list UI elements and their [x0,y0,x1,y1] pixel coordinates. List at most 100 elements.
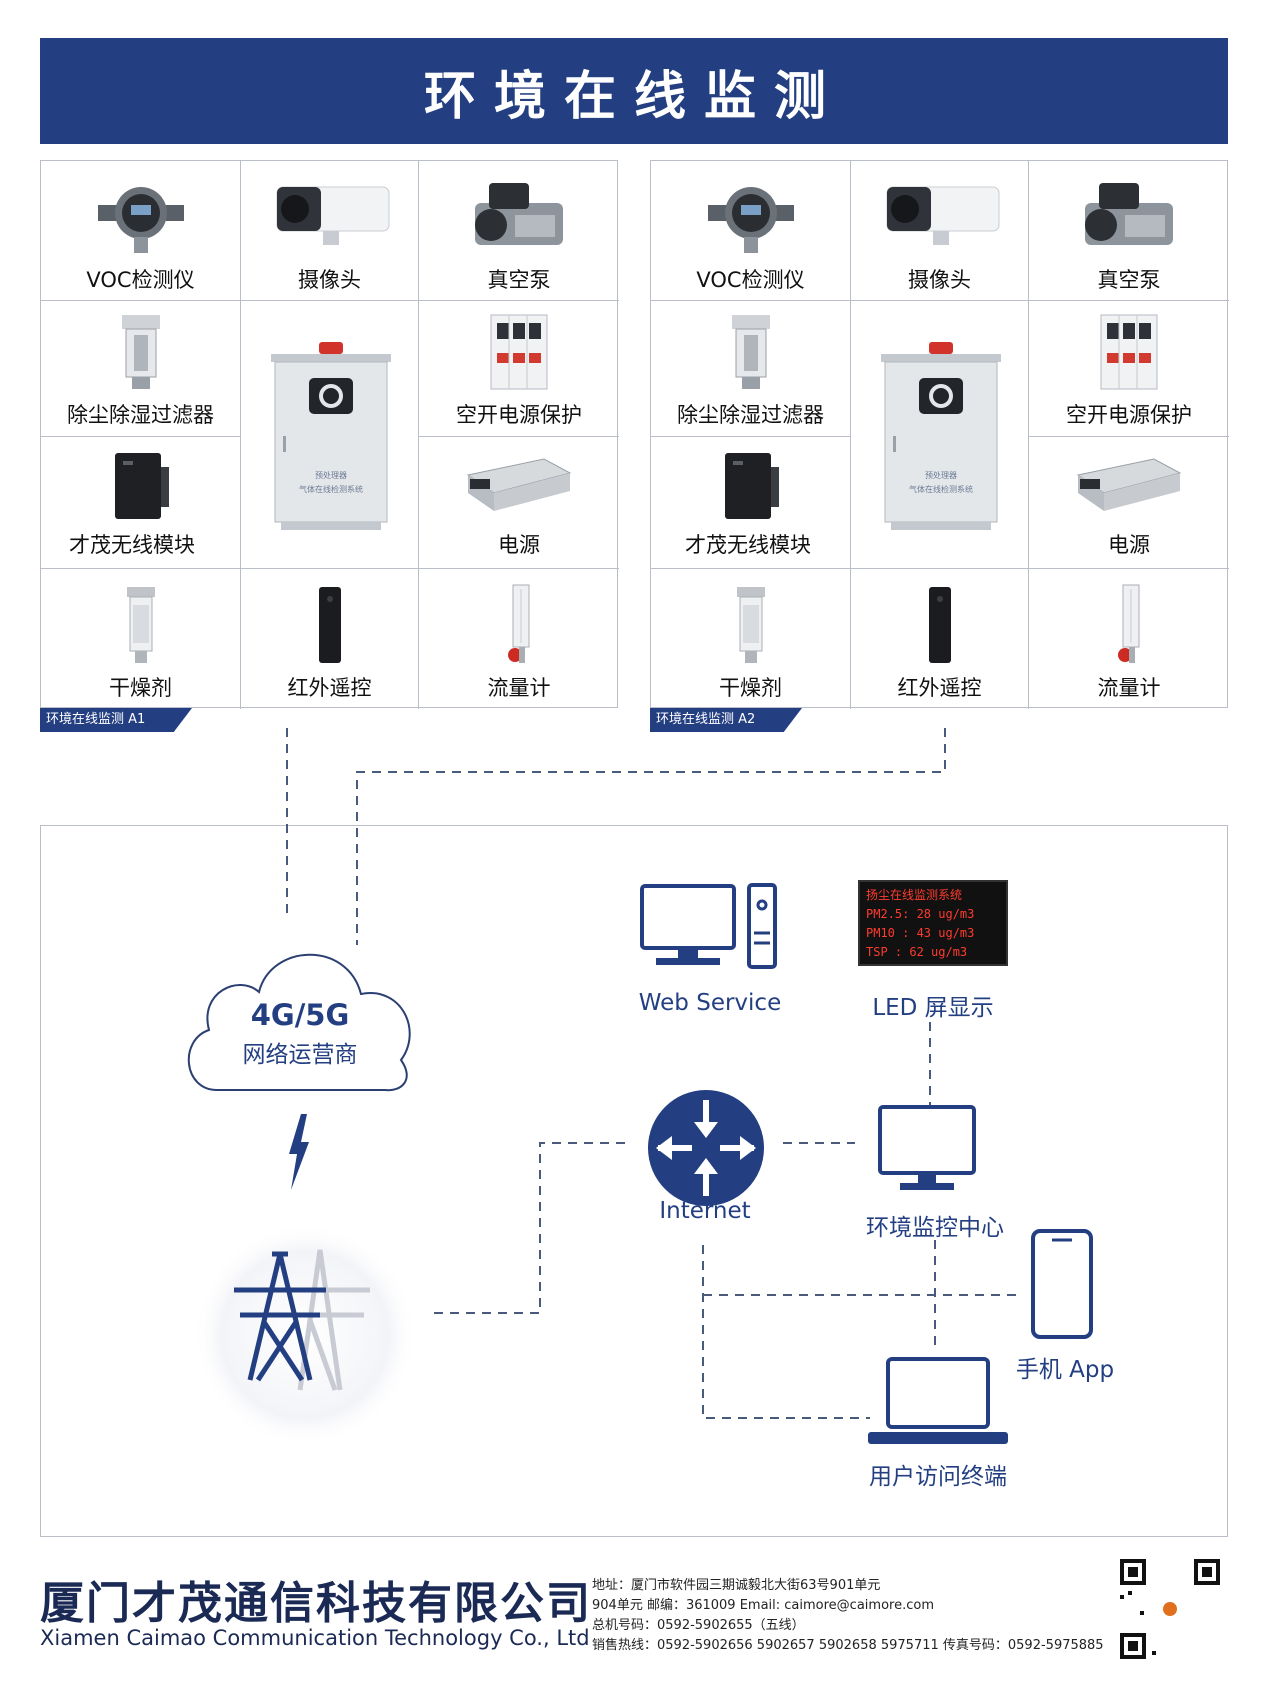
item-wireless-label: 才茂无线模块 [69,533,195,557]
company-name-en: Xiamen Caimao Communication Technology C… [40,1626,590,1650]
led-label: LED 屏显示 [872,995,994,1021]
voc-detector-icon [98,187,184,253]
item-flowmeter-label: 流量计 [487,676,551,700]
item-vacuum-pump-label: 真空泵 [1097,268,1161,292]
led-line-1: 扬尘在线监测系统 [866,888,963,902]
filter-icon [732,315,770,389]
web-service-label: Web Service [638,990,782,1016]
led-screen: 扬尘在线监测系统 PM2.5: 28 ug/m3 PM10 : 43 ug/m3… [858,880,1008,966]
wireless-module-icon [725,453,779,519]
user-terminal-label: 用户访问终端 [869,1464,1007,1490]
item-filter: 除尘除湿过滤器 [651,301,851,437]
item-power-label: 电源 [1108,533,1150,557]
cloud-subtitle: 网络运营商 [242,1042,358,1068]
vacuum-pump-icon [475,183,563,245]
remote-control-icon [929,587,951,663]
item-filter-label: 除尘除湿过滤器 [67,403,214,427]
item-camera: 摄像头 [851,161,1029,301]
internet-label: Internet [659,1198,751,1224]
sales-line: 销售热线：0592-5902656 5902657 5902658 597571… [592,1638,1104,1653]
power-supply-icon [1076,458,1182,511]
title-banner: 环境在线监测 [40,38,1228,144]
item-breaker-label: 空开电源保护 [456,403,582,427]
item-filter: 除尘除湿过滤器 [41,301,241,437]
company-name-cn: 厦门才茂通信科技有限公司 [40,1578,592,1629]
page-title: 环境在线监测 [423,66,844,127]
item-remote-label: 红外遥控 [897,676,982,700]
item-camera: 摄像头 [241,161,419,301]
item-desiccant: 干燥剂 [651,569,851,709]
address-line-2: 904单元 邮编：361009 Email: caimore@caimore.c… [592,1598,934,1613]
item-breaker: 空开电源保护 [1029,301,1229,437]
item-vacuum-pump: 真空泵 [1029,161,1229,301]
desiccant-icon [737,587,765,663]
item-vacuum-pump-label: 真空泵 [487,268,551,292]
item-desiccant: 干燥剂 [41,569,241,709]
item-cabinet: 预处理器 气体在线检测系统 [851,301,1029,569]
item-flowmeter: 流量计 [1029,569,1229,709]
wireless-module-icon [115,453,169,519]
cabinet-text-2: 气体在线检测系统 [909,484,973,494]
vacuum-pump-icon [1085,183,1173,245]
lightning-icon [289,1114,309,1190]
breaker-icon [490,314,548,390]
flowmeter-icon [508,584,530,663]
voc-detector-icon [708,187,794,253]
remote-control-icon [319,587,341,663]
item-remote-label: 红外遥控 [287,676,372,700]
mobile-phone-icon [1031,1229,1093,1339]
flowmeter-icon [1118,584,1140,663]
monitor-center-label: 环境监控中心 [866,1215,1004,1241]
item-power: 电源 [1029,437,1229,569]
item-voc: VOC检测仪 [41,161,241,301]
item-voc: VOC检测仪 [651,161,851,301]
power-supply-icon [466,458,572,511]
monitor-icon [878,1105,976,1190]
item-breaker-label: 空开电源保护 [1066,403,1192,427]
cabinet-text-1: 预处理器 [315,470,347,480]
led-line-4: TSP : 62 ug/m3 [866,945,968,959]
item-power: 电源 [419,437,619,569]
item-filter-label: 除尘除湿过滤器 [677,403,824,427]
equipment-grid-a1: VOC检测仪 摄像头 真空泵 除尘除湿过滤器 [40,160,619,709]
item-remote: 红外遥控 [241,569,419,709]
cabinet-text-1: 预处理器 [925,470,957,480]
desiccant-icon [127,587,155,663]
item-flowmeter: 流量计 [419,569,619,709]
analyzer-cabinet-icon: 预处理器 气体在线检测系统 [271,342,391,530]
led-line-3: PM10 : 43 ug/m3 [866,926,975,940]
camera-icon [276,186,390,245]
item-camera-label: 摄像头 [908,268,971,292]
mobile-app-label: 手机 App [1015,1357,1115,1383]
item-camera-label: 摄像头 [298,268,361,292]
item-power-label: 电源 [498,533,540,557]
item-wireless-label: 才茂无线模块 [685,533,811,557]
item-desiccant-label: 干燥剂 [109,676,172,700]
laptop-icon [868,1357,1008,1444]
filter-icon [122,315,160,389]
address-line-1: 地址：厦门市软件园三期诚毅北大街63号901单元 [592,1578,881,1593]
item-cabinet: 预处理器 气体在线检测系统 [241,301,419,569]
item-voc-label: VOC检测仪 [696,268,805,292]
qr-code-icon [1118,1557,1222,1661]
item-desiccant-label: 干燥剂 [719,676,782,700]
desktop-computer-icon [640,883,777,969]
item-flowmeter-label: 流量计 [1097,676,1161,700]
analyzer-cabinet-icon: 预处理器 气体在线检测系统 [881,342,1001,530]
led-line-2: PM2.5: 28 ug/m3 [866,907,975,921]
cloud-icon [187,953,411,1092]
breaker-icon [1100,314,1158,390]
unit-tag-a1: 环境在线监测 A1 [40,708,192,732]
cloud-title: 4G/5G [250,998,350,1032]
camera-icon [886,186,1000,245]
item-wireless: 才茂无线模块 [41,437,241,569]
item-wireless: 才茂无线模块 [651,437,851,569]
item-vacuum-pump: 真空泵 [419,161,619,301]
router-icon [648,1090,764,1206]
unit-tag-a2: 环境在线监测 A2 [650,708,802,732]
item-breaker: 空开电源保护 [419,301,619,437]
item-remote: 红外遥控 [851,569,1029,709]
item-voc-label: VOC检测仪 [86,268,195,292]
cabinet-text-2: 气体在线检测系统 [299,484,363,494]
equipment-grid-a2: VOC检测仪 摄像头 真空泵 除尘除湿过滤器 [650,160,1229,709]
